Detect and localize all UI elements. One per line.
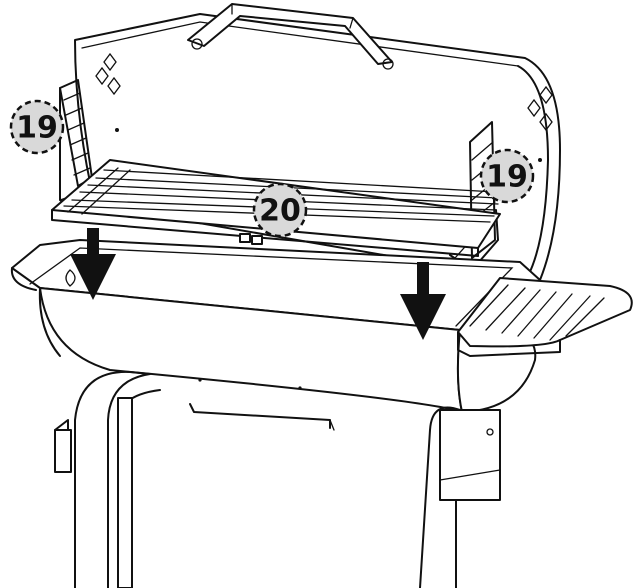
callout-grate: 20 — [252, 182, 308, 238]
callout-left-rack: 19 — [9, 99, 65, 155]
callout-right-rack: 19 — [479, 148, 535, 204]
callout-right-rack-label: 19 — [486, 160, 528, 195]
callout-grate-label: 20 — [259, 194, 301, 229]
lid-right-vent-icon — [527, 85, 553, 132]
lid-left-vent-icon — [95, 52, 121, 96]
side-shelf — [457, 277, 633, 357]
lid-handle — [187, 3, 394, 70]
left-down-arrow-icon — [70, 228, 116, 300]
right-down-arrow-icon — [400, 262, 446, 340]
grill-stand — [54, 370, 501, 588]
callout-left-rack-label: 19 — [16, 111, 58, 146]
